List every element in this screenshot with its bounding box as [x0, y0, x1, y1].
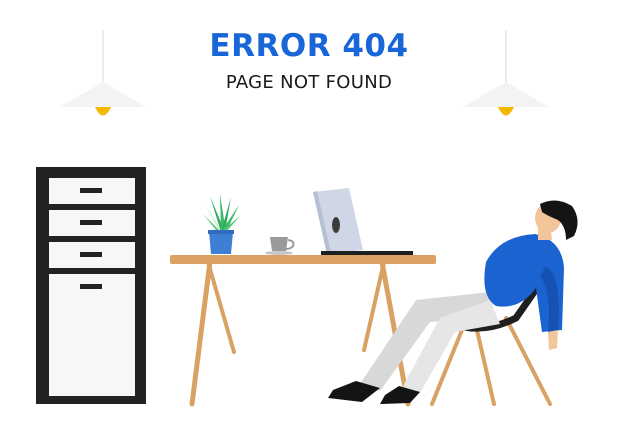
coffee-cup-icon — [265, 237, 295, 255]
error-subtitle: PAGE NOT FOUND — [225, 72, 393, 93]
ceiling-lamp-left-icon — [60, 30, 146, 116]
ceiling-lamp-right-icon — [463, 30, 549, 116]
error-title: ERROR 404 — [209, 28, 409, 64]
filing-cabinet-icon — [36, 167, 146, 404]
sleeping-person-icon — [328, 200, 578, 404]
plant-icon — [203, 194, 240, 254]
laptop-icon — [313, 188, 413, 255]
desk-icon — [170, 255, 436, 407]
